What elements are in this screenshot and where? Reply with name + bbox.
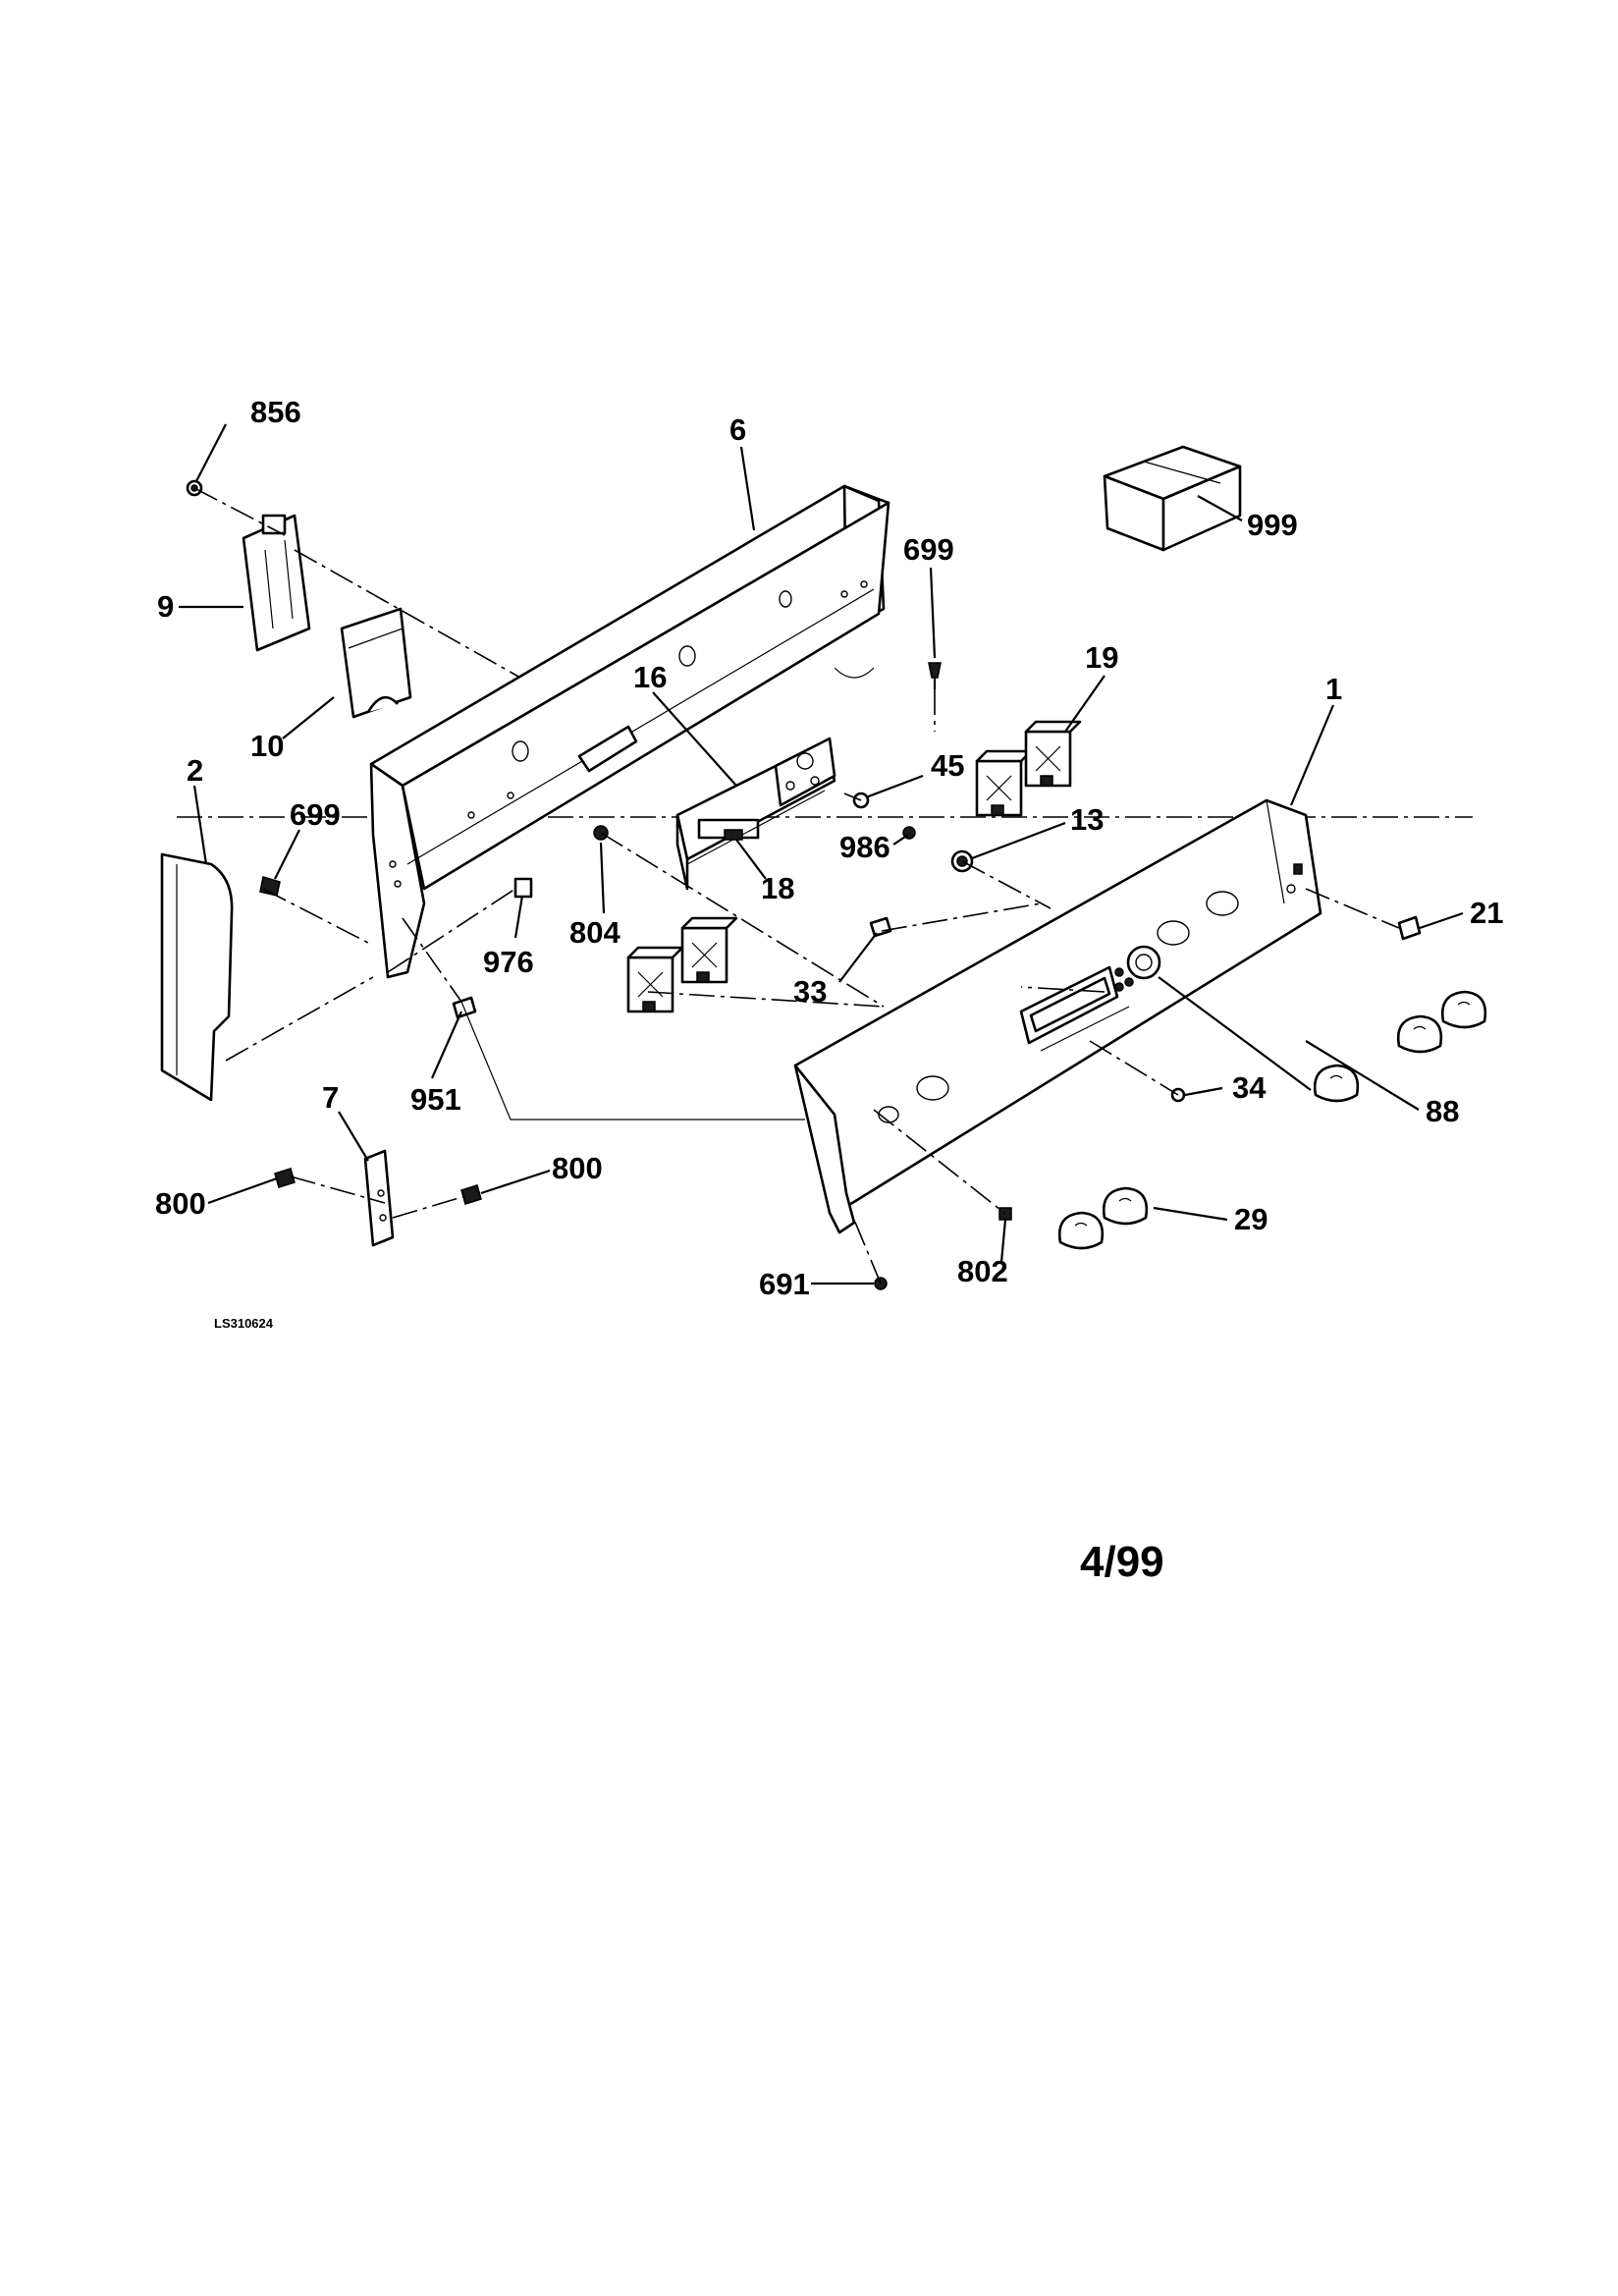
- part-9-bracket[interactable]: [242, 514, 311, 652]
- part-6-backguard[interactable]: [369, 484, 890, 979]
- part-800-screw-right[interactable]: [460, 1184, 482, 1205]
- callout-2: 2: [187, 753, 203, 788]
- callout-16: 16: [633, 660, 667, 694]
- part-29-knob-a[interactable]: [1057, 1211, 1105, 1250]
- leader-lines: [179, 423, 1464, 1285]
- callout-9: 9: [157, 589, 174, 624]
- part-88-knob-c[interactable]: [1313, 1064, 1360, 1103]
- part-16-control-board[interactable]: [675, 737, 836, 891]
- part-29-knob-b[interactable]: [1102, 1186, 1149, 1226]
- callout-976: 976: [483, 945, 534, 979]
- callouts: 856 6 699 999 9 19 16 1 10 45 2 13 699 9…: [155, 395, 1503, 1301]
- callout-88: 88: [1426, 1094, 1459, 1128]
- callout-986: 986: [839, 830, 890, 864]
- callout-18: 18: [761, 871, 794, 905]
- callout-699-top: 699: [903, 532, 954, 567]
- callout-699-left: 699: [290, 797, 341, 832]
- part-999-carton[interactable]: [1103, 445, 1242, 552]
- part-699-screw-upper[interactable]: [928, 662, 942, 689]
- callout-13: 13: [1070, 802, 1104, 837]
- callout-10: 10: [250, 729, 284, 763]
- callout-800-right: 800: [552, 1151, 603, 1185]
- callout-999: 999: [1247, 508, 1298, 542]
- callout-802: 802: [957, 1254, 1008, 1288]
- callout-1: 1: [1325, 672, 1342, 706]
- callout-691: 691: [759, 1267, 810, 1301]
- callout-45: 45: [931, 748, 964, 783]
- revision-date: 4/99: [1080, 1538, 1164, 1586]
- callout-21: 21: [1470, 896, 1503, 930]
- part-1-control-panel[interactable]: [793, 798, 1322, 1234]
- part-976-clip[interactable]: [513, 877, 533, 899]
- callout-33: 33: [793, 974, 827, 1009]
- callout-856: 856: [250, 395, 301, 429]
- callout-6: 6: [729, 412, 746, 447]
- infinite-switch-d[interactable]: [680, 916, 738, 984]
- drawing-code: LS310624: [214, 1316, 274, 1331]
- part-2-end-cap[interactable]: [160, 852, 234, 1102]
- callout-800-left: 800: [155, 1186, 206, 1221]
- part-19-infinite-switch-b[interactable]: [1024, 720, 1082, 788]
- callout-34: 34: [1232, 1070, 1267, 1105]
- part-88-knob-a[interactable]: [1396, 1014, 1443, 1054]
- part-33-clip[interactable]: [869, 916, 892, 938]
- part-21-clip[interactable]: [1397, 915, 1422, 941]
- assembly-lines: [193, 487, 1400, 1285]
- infinite-switch-c[interactable]: [626, 946, 684, 1013]
- part-19-infinite-switch-a[interactable]: [975, 749, 1033, 817]
- part-7-bracket[interactable]: [363, 1149, 395, 1247]
- part-800-screw-left[interactable]: [274, 1168, 296, 1188]
- part-88-knob-b[interactable]: [1440, 990, 1487, 1029]
- callout-29: 29: [1234, 1202, 1267, 1236]
- callout-951: 951: [410, 1082, 461, 1117]
- callout-19: 19: [1085, 640, 1118, 675]
- callout-804: 804: [569, 915, 620, 950]
- callout-7: 7: [322, 1080, 339, 1115]
- part-10-bracket[interactable]: [340, 607, 412, 719]
